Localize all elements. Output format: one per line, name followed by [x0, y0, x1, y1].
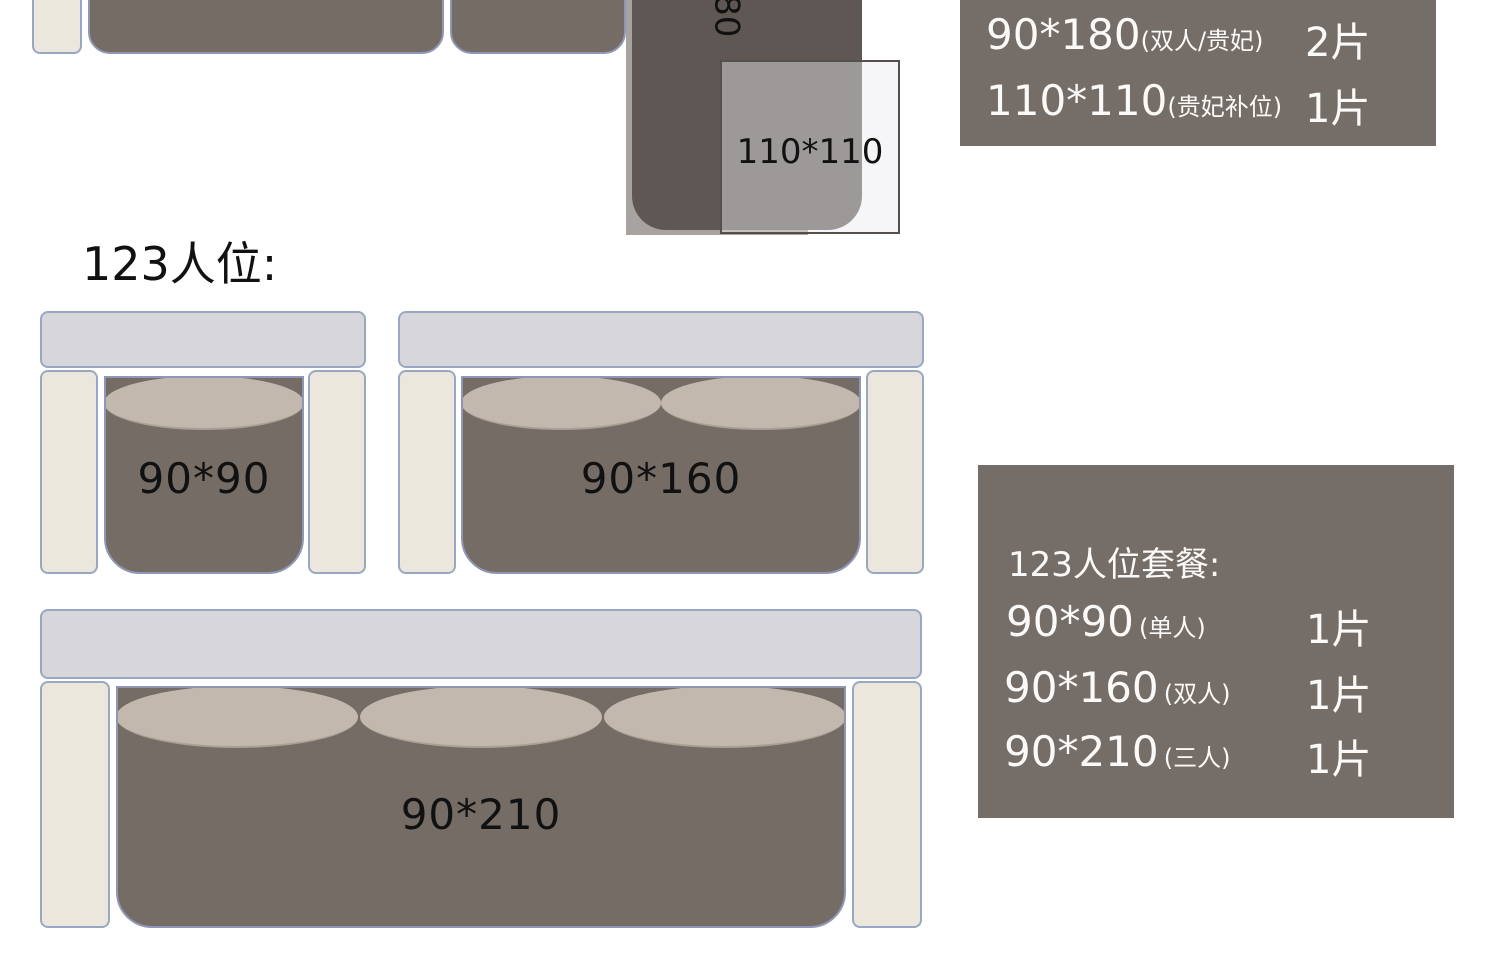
package-panel: 123人位套餐: 90*90 (单人) 1片 90*160 (双人) 1片 90…: [978, 465, 1454, 818]
chaise-cushion: [632, 0, 862, 230]
double-sofa-left-arm: [398, 370, 456, 574]
row-note: (单人): [1138, 614, 1206, 642]
single-sofa-left-arm: [40, 370, 98, 574]
seat-cushion: [463, 378, 661, 430]
package-qty-3: 1片: [1306, 737, 1372, 783]
triple-sofa-left-arm: [40, 681, 110, 928]
package-row-1: 90*90 (单人): [1006, 597, 1206, 646]
package-row-3: 90*210 (三人): [1004, 727, 1230, 776]
single-sofa-size-label: 90*90: [137, 454, 271, 503]
top-seat-middle: [450, 0, 626, 54]
section-title: 123人位:: [82, 237, 278, 291]
seat-cushion: [106, 378, 302, 430]
top-panel-row-2: 110*110(贵妃补位): [986, 76, 1282, 125]
top-seat-left: [88, 0, 444, 54]
overlay-110-box: [720, 60, 900, 234]
top-left-armrest: [32, 0, 82, 54]
package-row-2: 90*160 (双人): [1004, 663, 1230, 712]
row-note: (贵妃补位): [1167, 93, 1283, 121]
package-qty-2: 1片: [1306, 673, 1372, 719]
row-size: 90*90: [1006, 597, 1134, 646]
top-panel-qty-1: 2片: [1305, 20, 1371, 66]
row-note: (三人): [1163, 744, 1231, 772]
triple-sofa-seat: 90*210: [116, 686, 846, 928]
overlay-110-label: 110*110: [736, 132, 884, 172]
row-note: (双人): [1163, 680, 1231, 708]
package-qty-1: 1片: [1306, 607, 1372, 653]
row-size: 90*180: [986, 10, 1141, 59]
seat-cushion: [604, 688, 844, 748]
double-sofa-seat: 90*160: [461, 376, 861, 574]
seat-cushion: [360, 688, 602, 748]
package-title: 123人位套餐:: [1008, 545, 1221, 585]
seat-cushion: [661, 378, 859, 430]
double-sofa-right-arm: [866, 370, 924, 574]
row-size: 90*210: [1004, 727, 1159, 776]
top-panel-qty-2: 1片: [1305, 86, 1371, 132]
seat-cushion: [118, 688, 358, 748]
double-sofa-size-label: 90*160: [580, 454, 742, 503]
single-sofa-backrest: [40, 311, 366, 368]
top-panel-row-1: 90*180(双人/贵妃): [986, 10, 1263, 59]
double-sofa-backrest: [398, 311, 924, 368]
top-info-panel: 90*180(双人/贵妃) 2片 110*110(贵妃补位) 1片: [960, 0, 1436, 146]
row-size: 90*160: [1004, 663, 1159, 712]
triple-sofa-backrest: [40, 609, 922, 679]
chaise-vertical-label: 180: [706, 0, 746, 38]
row-note: (双人/贵妃): [1140, 27, 1264, 55]
single-sofa-right-arm: [308, 370, 366, 574]
triple-sofa-right-arm: [852, 681, 922, 928]
triple-sofa-size-label: 90*210: [400, 790, 562, 839]
row-size: 110*110: [986, 76, 1168, 125]
single-sofa-seat: 90*90: [104, 376, 304, 574]
